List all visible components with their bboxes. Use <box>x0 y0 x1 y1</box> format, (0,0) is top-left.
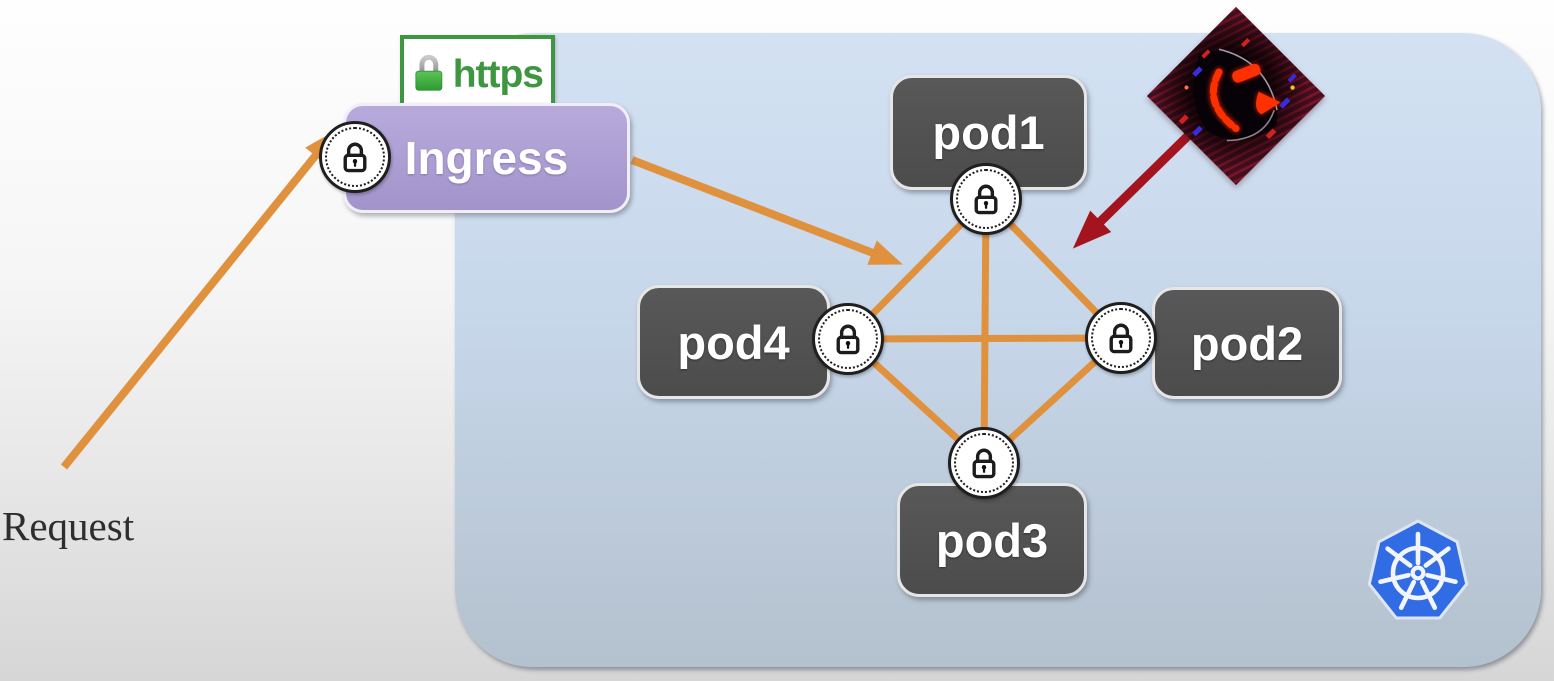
tls-lock-badge-pod4 <box>812 303 884 375</box>
padlock-icon <box>1109 323 1133 354</box>
green-padlock-icon <box>415 54 443 91</box>
evil-face-icon <box>1146 6 1326 186</box>
padlock-icon <box>836 324 860 355</box>
hacker-attack-image <box>1146 6 1326 186</box>
pod-node-pod2: pod2 <box>1152 287 1342 399</box>
pod4-label: pod4 <box>677 315 790 369</box>
kubernetes-logo-icon <box>1367 519 1469 620</box>
request-arrow <box>60 130 337 470</box>
request-label: Request <box>2 503 135 549</box>
pod1-label: pod1 <box>932 106 1045 159</box>
padlock-icon <box>974 184 998 215</box>
padlock-icon <box>972 448 996 479</box>
padlock-icon <box>343 142 367 173</box>
pod-node-pod4: pod4 <box>637 285 830 399</box>
tls-lock-badge-pod1 <box>950 163 1022 235</box>
pod3-label: pod3 <box>935 513 1049 567</box>
https-badge: https <box>400 35 555 110</box>
pod2-label: pod2 <box>1190 316 1304 370</box>
tls-lock-badge-pod3 <box>948 427 1020 499</box>
https-label: https <box>452 52 544 96</box>
tls-lock-badge-pod2 <box>1085 302 1157 374</box>
tls-lock-badge-ingress <box>319 121 391 193</box>
ingress-label: Ingress <box>404 132 569 184</box>
pod-node-pod3: pod3 <box>897 483 1087 597</box>
